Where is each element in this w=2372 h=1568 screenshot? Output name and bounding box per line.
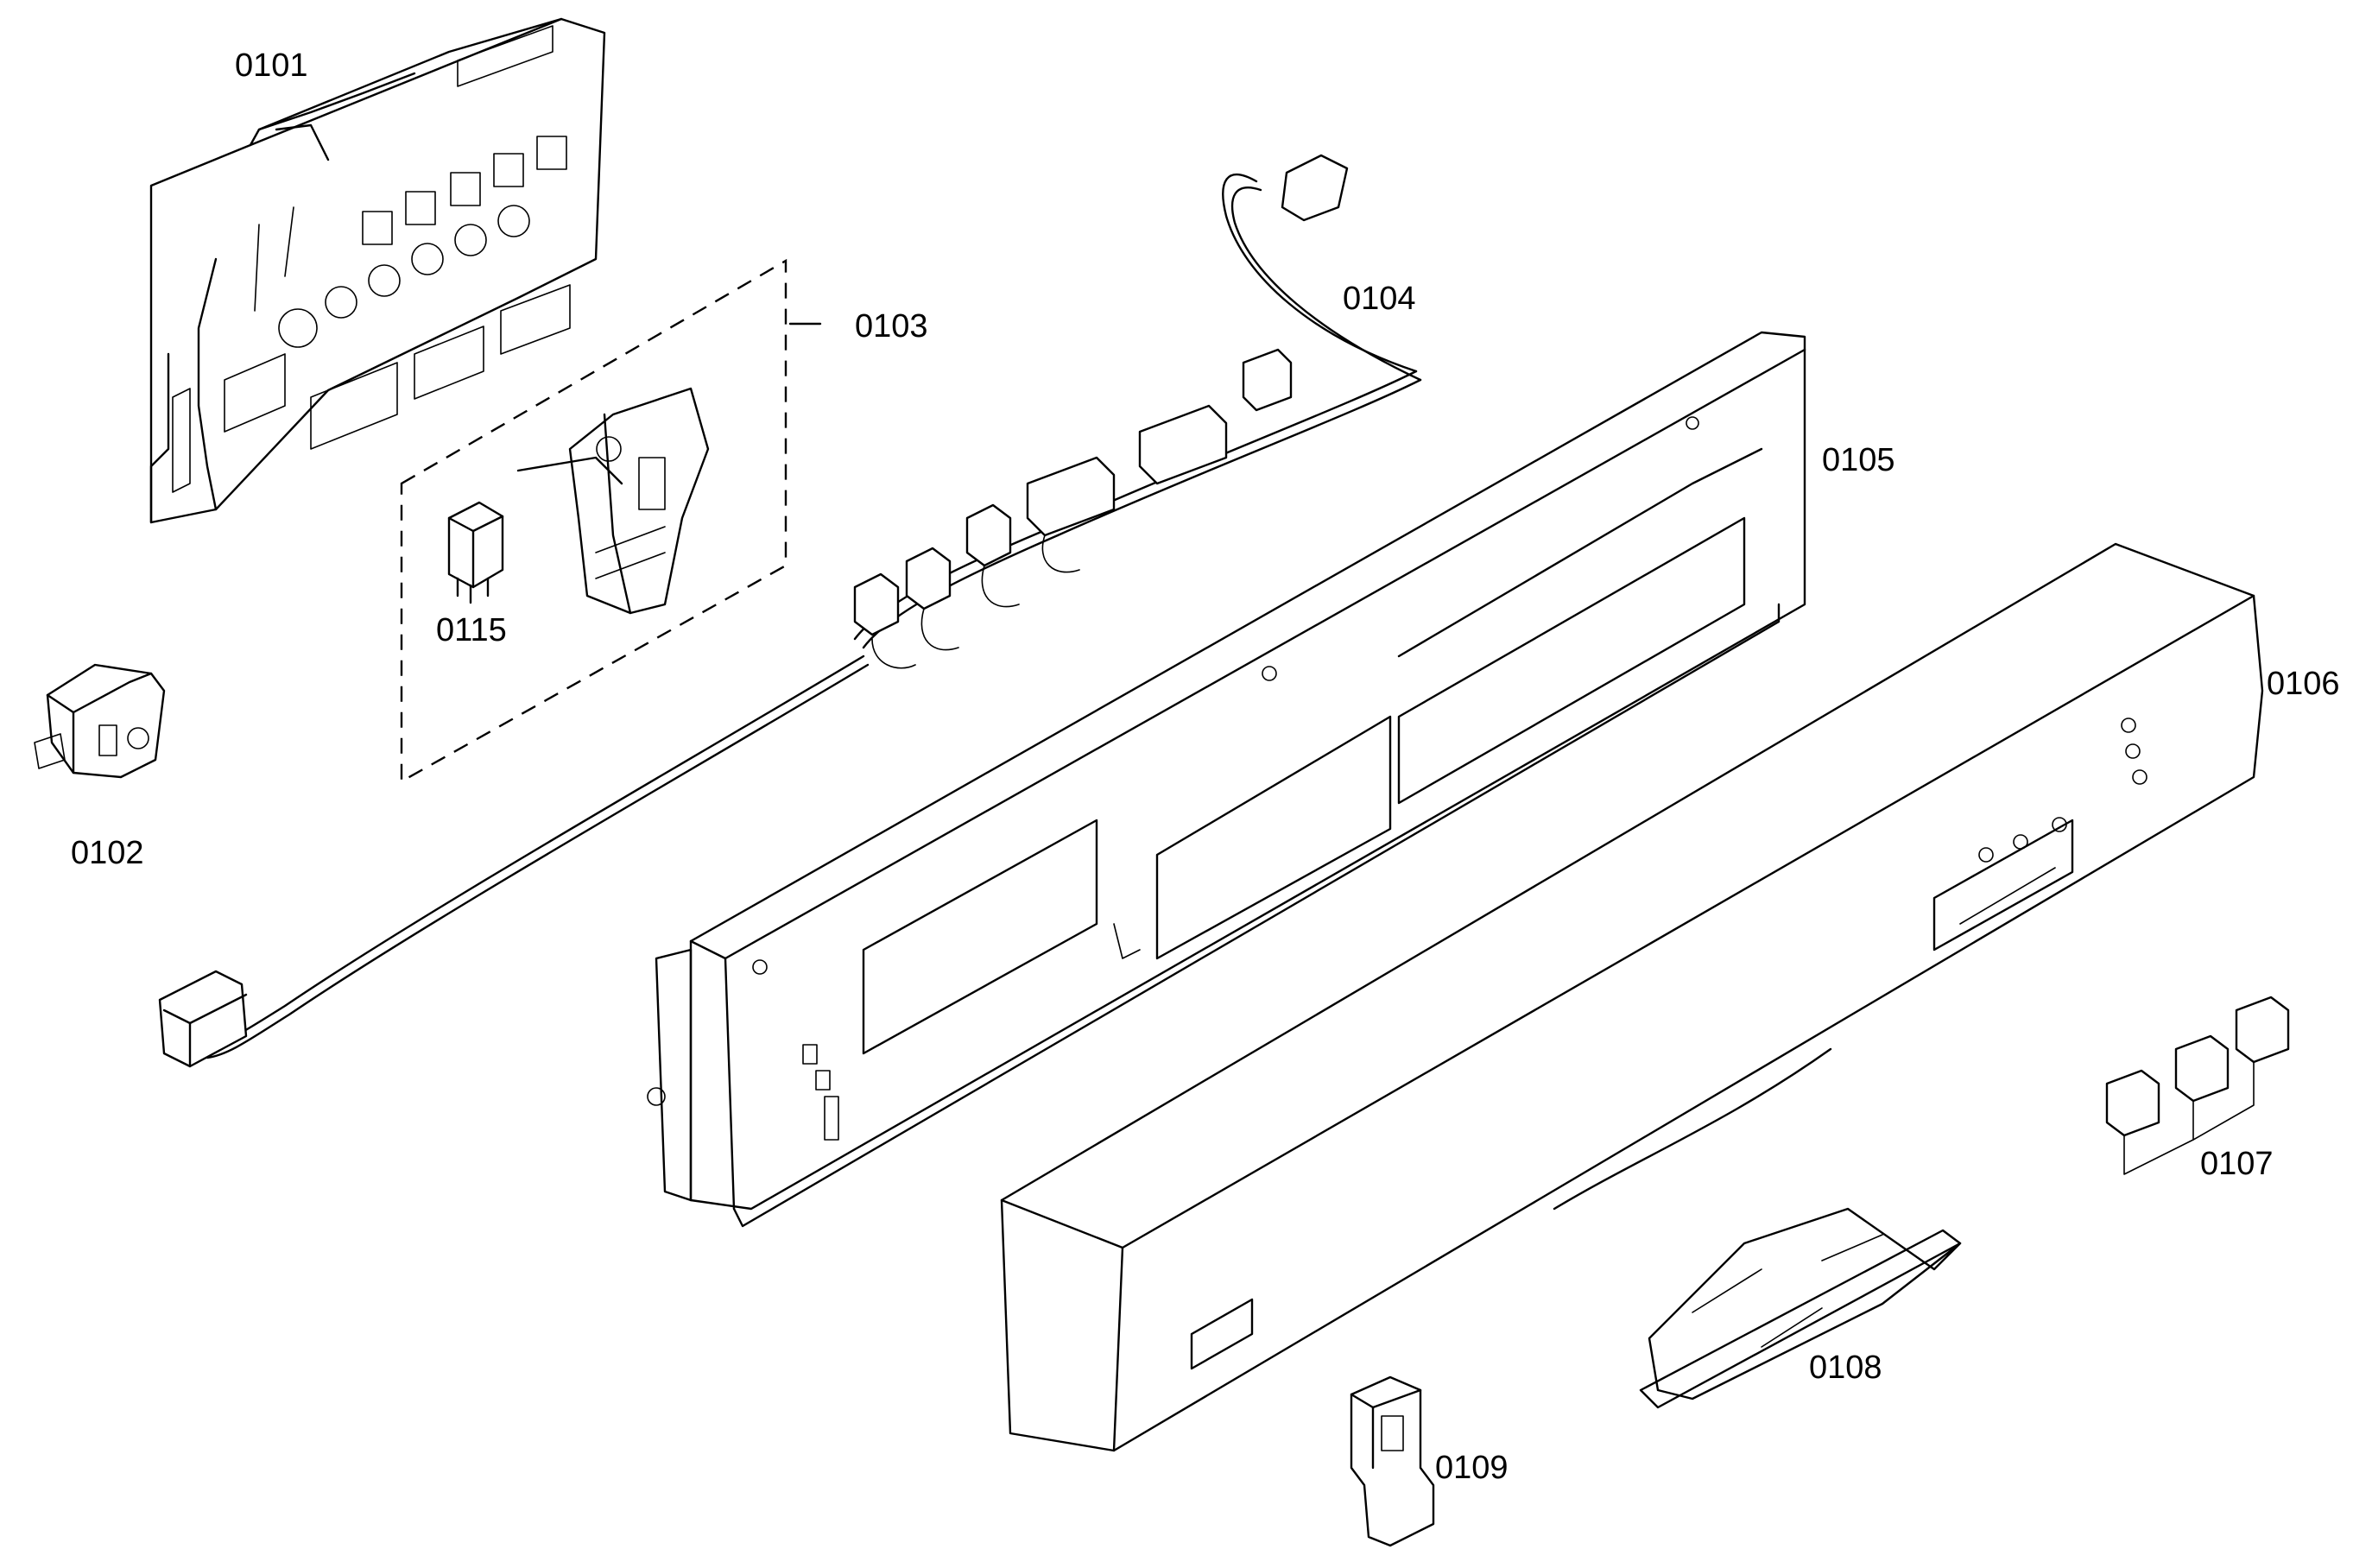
part-0105-inner-frame[interactable] [647, 331, 1806, 1228]
part-0103-group[interactable] [400, 258, 822, 784]
label-0109: 0109 [1435, 1450, 1509, 1486]
part-0109-latch[interactable] [1350, 1375, 1435, 1547]
label-0103: 0103 [855, 308, 928, 345]
label-0106: 0106 [2267, 666, 2340, 702]
part-0103-mechanism[interactable] [516, 387, 710, 615]
part-0101-control-module[interactable] [149, 17, 606, 524]
part-0102-switch[interactable] [34, 663, 166, 779]
label-0102: 0102 [71, 835, 144, 871]
part-0104-harness[interactable] [158, 154, 1422, 1068]
label-0104: 0104 [1343, 281, 1416, 317]
label-0105: 0105 [1822, 442, 1895, 478]
part-0106-fascia-panel[interactable] [1000, 542, 2264, 1452]
part-0107-buttons[interactable] [2105, 996, 2290, 1175]
part-0115-relay[interactable] [447, 501, 504, 604]
part-0108-handle[interactable] [1639, 1207, 1962, 1409]
label-0107: 0107 [2200, 1146, 2274, 1182]
label-0101: 0101 [235, 47, 308, 84]
label-0115: 0115 [436, 612, 507, 648]
label-0108: 0108 [1809, 1350, 1882, 1386]
